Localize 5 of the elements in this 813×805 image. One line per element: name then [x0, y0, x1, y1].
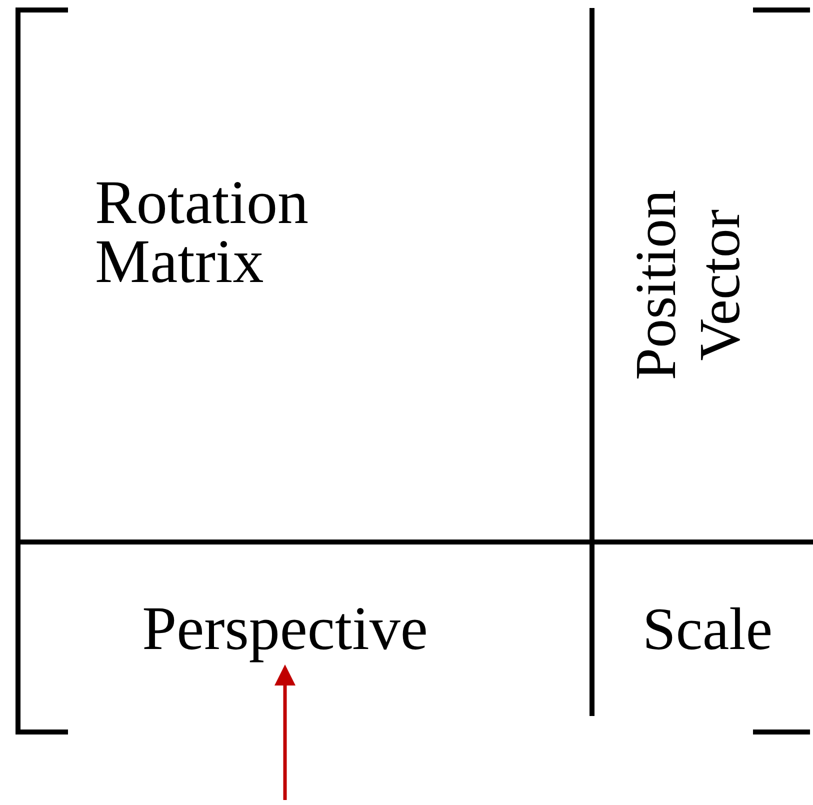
matrix-block-label: Rotation Matrix	[95, 165, 455, 300]
matrix-block-label: Position Vector	[618, 150, 758, 420]
arrow	[274, 664, 296, 800]
matrix-block-label: Scale	[605, 592, 810, 666]
matrix-block-label: Perspective	[60, 592, 510, 666]
